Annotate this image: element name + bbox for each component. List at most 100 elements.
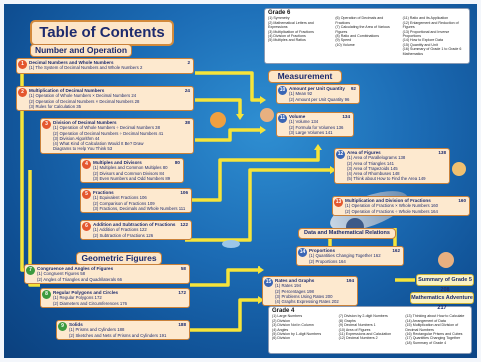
unit-item: (1) Operation of Whole Numbers × Decimal… (29, 93, 137, 99)
grade6-item: (11) Ratio and its Application (402, 16, 449, 21)
grade6-item: (3) Multiplication of Fractions (268, 29, 314, 34)
unit-title: Regular Polygons and Circles (53, 290, 119, 295)
unit-item: (2) Angles of Triangles and Quadrilatera… (37, 276, 123, 282)
unit-item: (1) Area of Parallelograms 138 (347, 155, 406, 161)
unit-page: 194 (346, 278, 354, 283)
unit-title: Area of Figures (347, 150, 381, 155)
unit-page: 134 (342, 114, 350, 119)
grade4-item: (11) Expressions and Calculation (338, 332, 392, 337)
unit-page: 106 (180, 190, 188, 195)
unit-page: 24 (184, 88, 190, 93)
unit-title: Fractions (93, 190, 114, 195)
unit-item: (2) Amount per Unit Quantity 96 (289, 96, 350, 102)
grade6-item: (16) Summary of Grade 1 to Grade 6 Mathe… (402, 47, 462, 56)
unit-item: (3) Problems Using Rates 200 (275, 293, 333, 299)
unit-box[interactable]: 13 Multiplication and Division of Fracti… (332, 196, 470, 216)
grade6-box: Grade 6 (1) Symmetry (2) Mathematical Le… (264, 8, 470, 64)
unit-item: (1) The System of Decimal Numbers and Wh… (29, 65, 143, 71)
grade4-item: (5) Division by 1-digit Numbers (272, 332, 322, 337)
unit-item: Diagrams to Help You Think 53 (53, 146, 113, 152)
summary-grade5[interactable]: Summary of Grade 5 208 (416, 274, 474, 293)
unit-number: 3 (42, 120, 51, 129)
unit-page: 138 (438, 150, 446, 155)
grade4-item: (16) Rectangular Prisms and Cubes (405, 332, 463, 337)
unit-item: (1) Operation of Whole Numbers ÷ Decimal… (53, 125, 160, 131)
unit-item: (2) Operation of Decimal Numbers × Decim… (29, 98, 140, 104)
grade6-item: (4) Division of Fractions (268, 34, 306, 39)
unit-number: 12 (336, 150, 345, 159)
unit-item: (1) Mean 92 (289, 91, 313, 97)
unit-item: (2) Percentages 198 (275, 288, 314, 294)
unit-page: 160 (458, 198, 466, 203)
grade4-box: Grade 4 (1) Large Numbers (2) Division (… (268, 306, 472, 354)
unit-number: 2 (18, 88, 27, 97)
unit-box[interactable]: 12 Area of Figures 138 (1) Area of Parall… (334, 148, 450, 184)
grade6-item: (8) Ratio and Combinations (335, 34, 380, 39)
unit-number: 10 (278, 86, 287, 95)
grade4-item: (7) Division by 2-digit Numbers (338, 314, 388, 319)
unit-item: (1) Multiples and Common Multiples 80 (93, 165, 168, 171)
grade6-item: (13) Proportional and Inverse Proportion… (402, 29, 450, 39)
unit-item: (1) Operation of Fractions × Whole Numbe… (345, 203, 439, 209)
unit-item: (1) Addition of Fractions 122 (93, 227, 147, 233)
unit-number: 8 (42, 290, 51, 299)
grade6-item: (6) Operation of Decimals and Fractions (335, 16, 384, 25)
unit-title: Multiples and Divisors (93, 160, 142, 165)
unit-item: (1) Quantities Changing Together 162 (309, 253, 381, 259)
grade6-item: (15) Quantity and Unit (402, 42, 438, 47)
unit-title: Multiplication and Division of Fractions (345, 198, 431, 203)
grade4-item: (9) Decimal Numbers 1 (338, 323, 376, 328)
unit-item: (2) Comparison of Fractions 109 (93, 200, 155, 206)
grade6-item: (2) Mathematical Letters and Expressions (268, 20, 314, 30)
unit-title: Rates and Graphs (275, 278, 315, 283)
unit-title: Multiplication of Decimal Numbers (29, 88, 105, 93)
grade6-item: (14) How to Explore Data (402, 38, 444, 43)
unit-page: 80 (174, 160, 180, 165)
grade4-item: (14) Arrangement of Data (405, 318, 446, 323)
unit-number: 13 (334, 198, 343, 207)
fish-illustration (222, 240, 240, 248)
mathematics-adventure[interactable]: Mathematics Adventure 217 (410, 292, 474, 311)
unit-item: (1) Volume 134 (289, 119, 319, 125)
grade4-item: (13) Thinking about How to Calculate (405, 314, 465, 319)
unit-item: (2) Operation of Fractions ÷ Whole Numbe… (345, 208, 438, 214)
unit-page: 38 (184, 120, 190, 125)
unit-item: (1) Congruent Figures 58 (37, 271, 86, 277)
grade4-item: (15) Multiplication and Division of Deci… (405, 323, 459, 332)
grade6-item: (1) Symmetry (268, 16, 290, 21)
unit-page: 188 (178, 322, 186, 327)
unit-item: (2) Formula for Volumes 136 (289, 124, 344, 130)
child-character-icon (210, 112, 226, 128)
unit-page: 162 (392, 248, 400, 253)
child-character-icon (452, 162, 466, 176)
grade4-item: (4) Angles (272, 327, 289, 332)
unit-page: 172 (178, 290, 186, 295)
unit-number: 1 (18, 60, 27, 69)
adventure-page: 217 (437, 305, 447, 311)
section-measurement: Measurement (268, 70, 342, 83)
grade4-item: (8) Graphs (338, 318, 356, 323)
unit-number: 9 (58, 322, 67, 331)
unit-number: 15 (264, 278, 273, 287)
child-character-icon (438, 252, 454, 268)
grade4-item: (18) Summary of Grade 4 (405, 340, 447, 345)
unit-page: 92 (350, 86, 356, 91)
unit-item: (2) Subtraction of Fractions 126 (93, 232, 154, 238)
section-number-operation: Number and Operation (30, 44, 132, 57)
unit-item: (3) Division Algorithm 44 (53, 135, 100, 141)
grade4-item: (2) Division (272, 318, 290, 323)
unit-number: 5 (82, 190, 91, 199)
unit-box[interactable]: 2 Multiplication of Decimal Numbers 24 (1… (16, 86, 194, 111)
